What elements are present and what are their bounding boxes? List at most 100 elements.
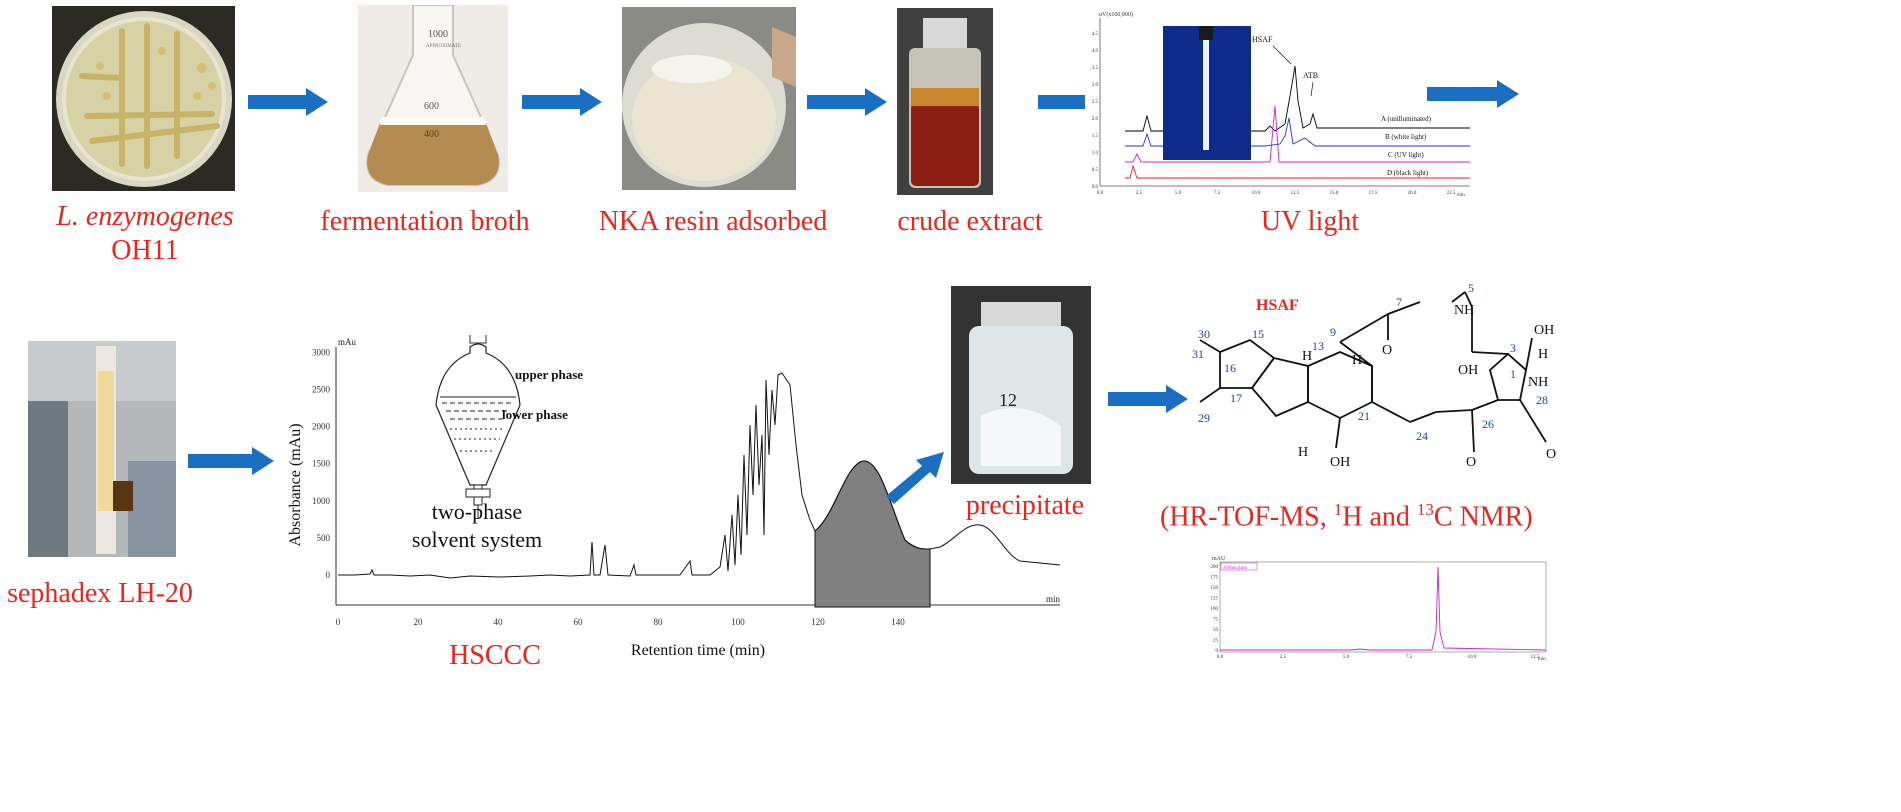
- nmr-label-suffix: C NMR): [1433, 501, 1533, 533]
- purity-y-tick: 200: [1211, 565, 1219, 570]
- atom-o-amide: O: [1382, 343, 1392, 358]
- solvent-line-1: two-phase: [432, 499, 522, 524]
- uv-x-tick: 17.5: [1369, 191, 1378, 196]
- atom-oh-right: OH: [1534, 323, 1554, 338]
- atom-oh-bottom: OH: [1330, 455, 1350, 470]
- nmr-label: (HR-TOF-MS, 1H and 13C NMR): [1160, 500, 1900, 533]
- hsccc-x-tick: 20: [414, 617, 424, 627]
- hsccc-y-tick: 500: [317, 533, 331, 543]
- precipitate-label: precipitate: [965, 490, 1085, 521]
- purity-y-tick: 125: [1211, 597, 1219, 602]
- hsccc-y-tick: 1500: [312, 459, 331, 469]
- uv-y-tick: 4.5: [1092, 32, 1099, 37]
- uv-x-tick: 12.5: [1291, 191, 1300, 196]
- uv-y-tick: 1.5: [1092, 134, 1099, 139]
- arrow-right-7: [1108, 385, 1188, 413]
- uv-y-tick: 4.0: [1092, 49, 1099, 54]
- uv-y-tick: 3.5: [1092, 66, 1099, 71]
- purity-y-unit: mAU: [1212, 556, 1226, 562]
- hsccc-x-unit: min: [1046, 594, 1061, 604]
- num-16: 16: [1224, 361, 1236, 375]
- uv-trace-d: D (black light): [1387, 169, 1429, 177]
- nmr-label-sup2: 13: [1416, 500, 1434, 519]
- purity-y-tick: 75: [1213, 618, 1219, 623]
- hsccc-y-tick: 0: [326, 570, 331, 580]
- atom-h-2: H: [1352, 353, 1362, 368]
- flask-brand: APPROXIMATE: [426, 44, 461, 49]
- upper-phase-label: upper phase: [515, 367, 583, 382]
- atom-oh-enol: OH: [1458, 363, 1478, 378]
- uv-label: UV light: [1260, 206, 1360, 237]
- purity-y-tick: 0: [1216, 649, 1219, 654]
- num-26: 26: [1482, 417, 1494, 431]
- arrow-right-6: [188, 447, 274, 475]
- flask-mark-1000: 1000: [428, 29, 448, 40]
- nmr-label-mid: H and: [1342, 501, 1417, 533]
- uv-x-tick: 10.0: [1252, 191, 1261, 196]
- num-28: 28: [1536, 393, 1548, 407]
- resin-flask-photo: [622, 7, 796, 190]
- uv-trace-c: C (UV light): [1388, 151, 1424, 159]
- uv-trace-b: B (white light): [1385, 133, 1427, 141]
- solvent-line-2: solvent system: [412, 527, 542, 552]
- flask-photo: 1000 600 400 APPROXIMATE: [358, 5, 508, 192]
- atom-o-lactam: O: [1546, 447, 1556, 462]
- purity-y-tick: 150: [1211, 586, 1219, 591]
- hsccc-y-unit: mAu: [338, 337, 357, 347]
- num-3: 3: [1510, 341, 1516, 355]
- crude-extract-photo: [897, 8, 993, 195]
- hsccc-x-tick: 80: [654, 617, 664, 627]
- num-17: 17: [1230, 391, 1242, 405]
- uv-x-tick: 22.5: [1447, 191, 1456, 196]
- uv-peak-atb: ATB: [1303, 71, 1318, 80]
- arrow-diagonal: [886, 452, 944, 504]
- num-15: 15: [1252, 327, 1264, 341]
- num-24: 24: [1416, 429, 1428, 443]
- uv-x-tick: 20.0: [1408, 191, 1417, 196]
- uv-x-tick: 5.0: [1175, 191, 1182, 196]
- flask-mark-600: 600: [424, 101, 439, 112]
- hsccc-x-tick: 140: [891, 617, 905, 627]
- resin-label: NKA resin adsorbed: [598, 206, 828, 237]
- uv-trace-a: A (unilluminated): [1381, 115, 1432, 123]
- hsaf-title: HSAF: [1256, 297, 1299, 314]
- petri-dish-photo: [52, 6, 235, 191]
- uv-x-tick: 15.0: [1330, 191, 1339, 196]
- arrow-right-5: [1427, 80, 1519, 108]
- hsccc-y-tick: 2500: [312, 385, 331, 395]
- purity-x-tick: 2.5: [1280, 655, 1287, 660]
- atom-h-4: H: [1538, 347, 1548, 362]
- strain-label: L. enzymogenes OH11: [30, 200, 260, 268]
- purity-x-tick: 10.0: [1468, 655, 1477, 660]
- sephadex-label: sephadex LH-20: [7, 578, 193, 609]
- uv-x-tick: 2.5: [1136, 191, 1143, 196]
- atom-h-1: H: [1302, 349, 1312, 364]
- hsccc-x-tick: 0: [336, 617, 341, 627]
- purity-legend: 318nm,4nm: [1223, 566, 1247, 571]
- hsccc-label: HSCCC: [449, 640, 541, 671]
- hsccc-y-tick: 3000: [312, 347, 331, 357]
- lower-phase-label: lower phase: [502, 407, 568, 422]
- purity-x-tick: 0.0: [1217, 655, 1224, 660]
- uv-x-tick: 7.5: [1214, 191, 1221, 196]
- purity-y-tick: 25: [1213, 639, 1219, 644]
- purity-x-tick: 12.5: [1531, 655, 1540, 660]
- nmr-label-prefix: (HR-TOF-MS,: [1160, 501, 1334, 533]
- num-1: 1: [1510, 367, 1516, 381]
- strain-code: OH11: [111, 235, 179, 266]
- uv-peak-hsaf: HSAF: [1252, 35, 1273, 44]
- arrow-right-3: [807, 88, 887, 116]
- purity-y-tick: 100: [1211, 607, 1219, 612]
- hsccc-xlabel: Retention time (min): [631, 642, 765, 659]
- sephadex-column-photo: [28, 341, 176, 557]
- num-30: 30: [1198, 327, 1210, 341]
- hsccc-y-tick: 2000: [312, 422, 331, 432]
- crude-label: crude extract: [897, 206, 1043, 237]
- purity-x-tick: 7.5: [1406, 655, 1413, 660]
- hsccc-x-tick: 120: [811, 617, 825, 627]
- uv-y-tick: 0.5: [1092, 168, 1099, 173]
- separatory-funnel-icon: [435, 332, 521, 519]
- hsccc-x-tick: 100: [731, 617, 745, 627]
